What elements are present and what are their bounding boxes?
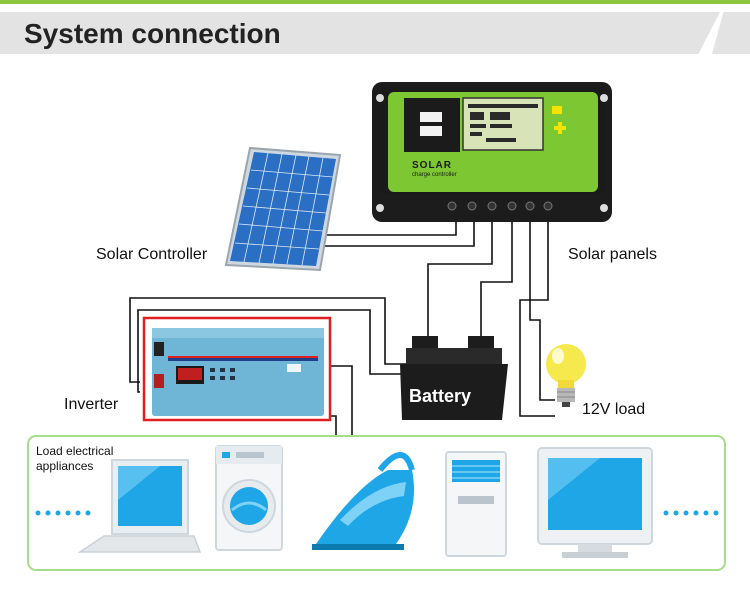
dot-trail-left xyxy=(35,510,91,516)
wire-load-pos xyxy=(529,210,555,401)
page-title: System connection xyxy=(24,18,281,49)
charge-controller-icon xyxy=(372,82,612,222)
solar-panel-icon xyxy=(224,146,342,272)
inverter-icon xyxy=(142,316,332,422)
wire-inverter-neg xyxy=(137,309,420,393)
dot-trail-right xyxy=(663,510,719,516)
label-12v-load: 12V load xyxy=(582,401,646,418)
controller-brand: SOLAR xyxy=(412,160,452,171)
top-accent-line xyxy=(0,0,750,4)
laptop-icon xyxy=(77,459,202,553)
monitor-icon xyxy=(537,447,653,558)
wire-load-neg xyxy=(519,210,555,417)
label-battery: Battery xyxy=(409,386,472,406)
wire-inverter-out-2 xyxy=(330,415,337,436)
wire-inverter-out xyxy=(330,365,353,436)
header-band xyxy=(0,12,720,54)
label-solar-controller: Solar Controller xyxy=(96,246,208,263)
wire-battery-pos xyxy=(427,210,493,336)
controller-subtitle: charge controller xyxy=(412,172,457,178)
light-bulb-icon xyxy=(546,344,586,407)
label-solar-panels: Solar panels xyxy=(568,246,657,263)
controller-terminals xyxy=(447,201,553,211)
label-inverter: Inverter xyxy=(64,396,119,413)
label-load-appliances: Load electrical appliances xyxy=(36,444,114,473)
wire-battery-neg xyxy=(480,210,513,336)
wire-inverter-pos xyxy=(129,297,420,383)
battery-icon xyxy=(400,336,508,420)
iron-icon xyxy=(312,452,415,550)
washing-machine-icon xyxy=(215,445,283,551)
air-conditioner-icon xyxy=(445,451,507,557)
